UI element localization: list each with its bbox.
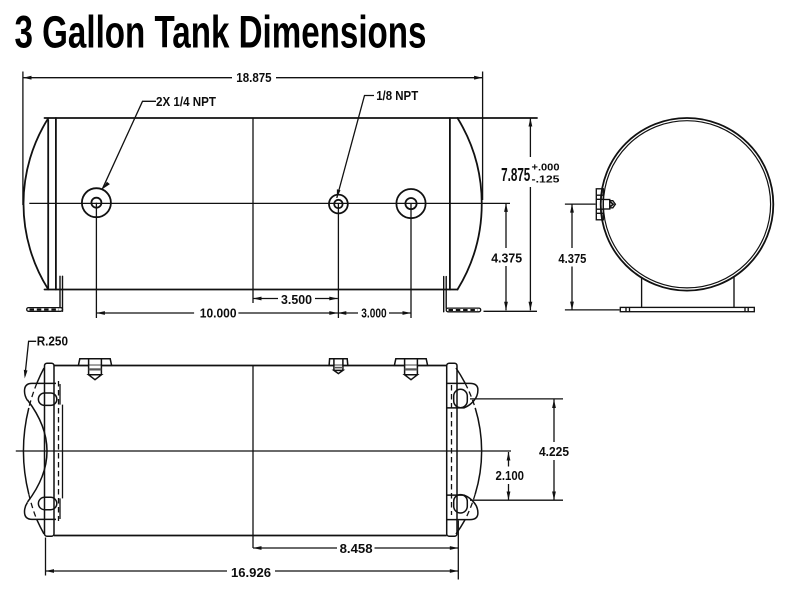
svg-text:2X 1/4 NPT: 2X 1/4 NPT <box>156 94 216 109</box>
svg-text:7.875: 7.875 <box>501 165 530 185</box>
svg-text:1/8 NPT: 1/8 NPT <box>376 88 418 103</box>
svg-text:3.000: 3.000 <box>361 305 386 320</box>
svg-text:-.125: -.125 <box>532 174 561 185</box>
svg-text:4.225: 4.225 <box>539 444 569 459</box>
svg-text:3 Gallon Tank Dimensions: 3 Gallon Tank Dimensions <box>15 6 427 57</box>
svg-text:4.375: 4.375 <box>558 251 586 266</box>
svg-text:+.000: +.000 <box>532 162 560 173</box>
svg-text:18.875: 18.875 <box>236 70 271 85</box>
svg-text:10.000: 10.000 <box>200 305 237 320</box>
svg-text:16.926: 16.926 <box>231 565 271 580</box>
svg-text:R.250: R.250 <box>37 333 68 348</box>
svg-text:8.458: 8.458 <box>340 541 373 556</box>
svg-text:2.100: 2.100 <box>496 468 525 483</box>
svg-text:4.375: 4.375 <box>491 250 522 265</box>
svg-text:3.500: 3.500 <box>281 292 312 307</box>
